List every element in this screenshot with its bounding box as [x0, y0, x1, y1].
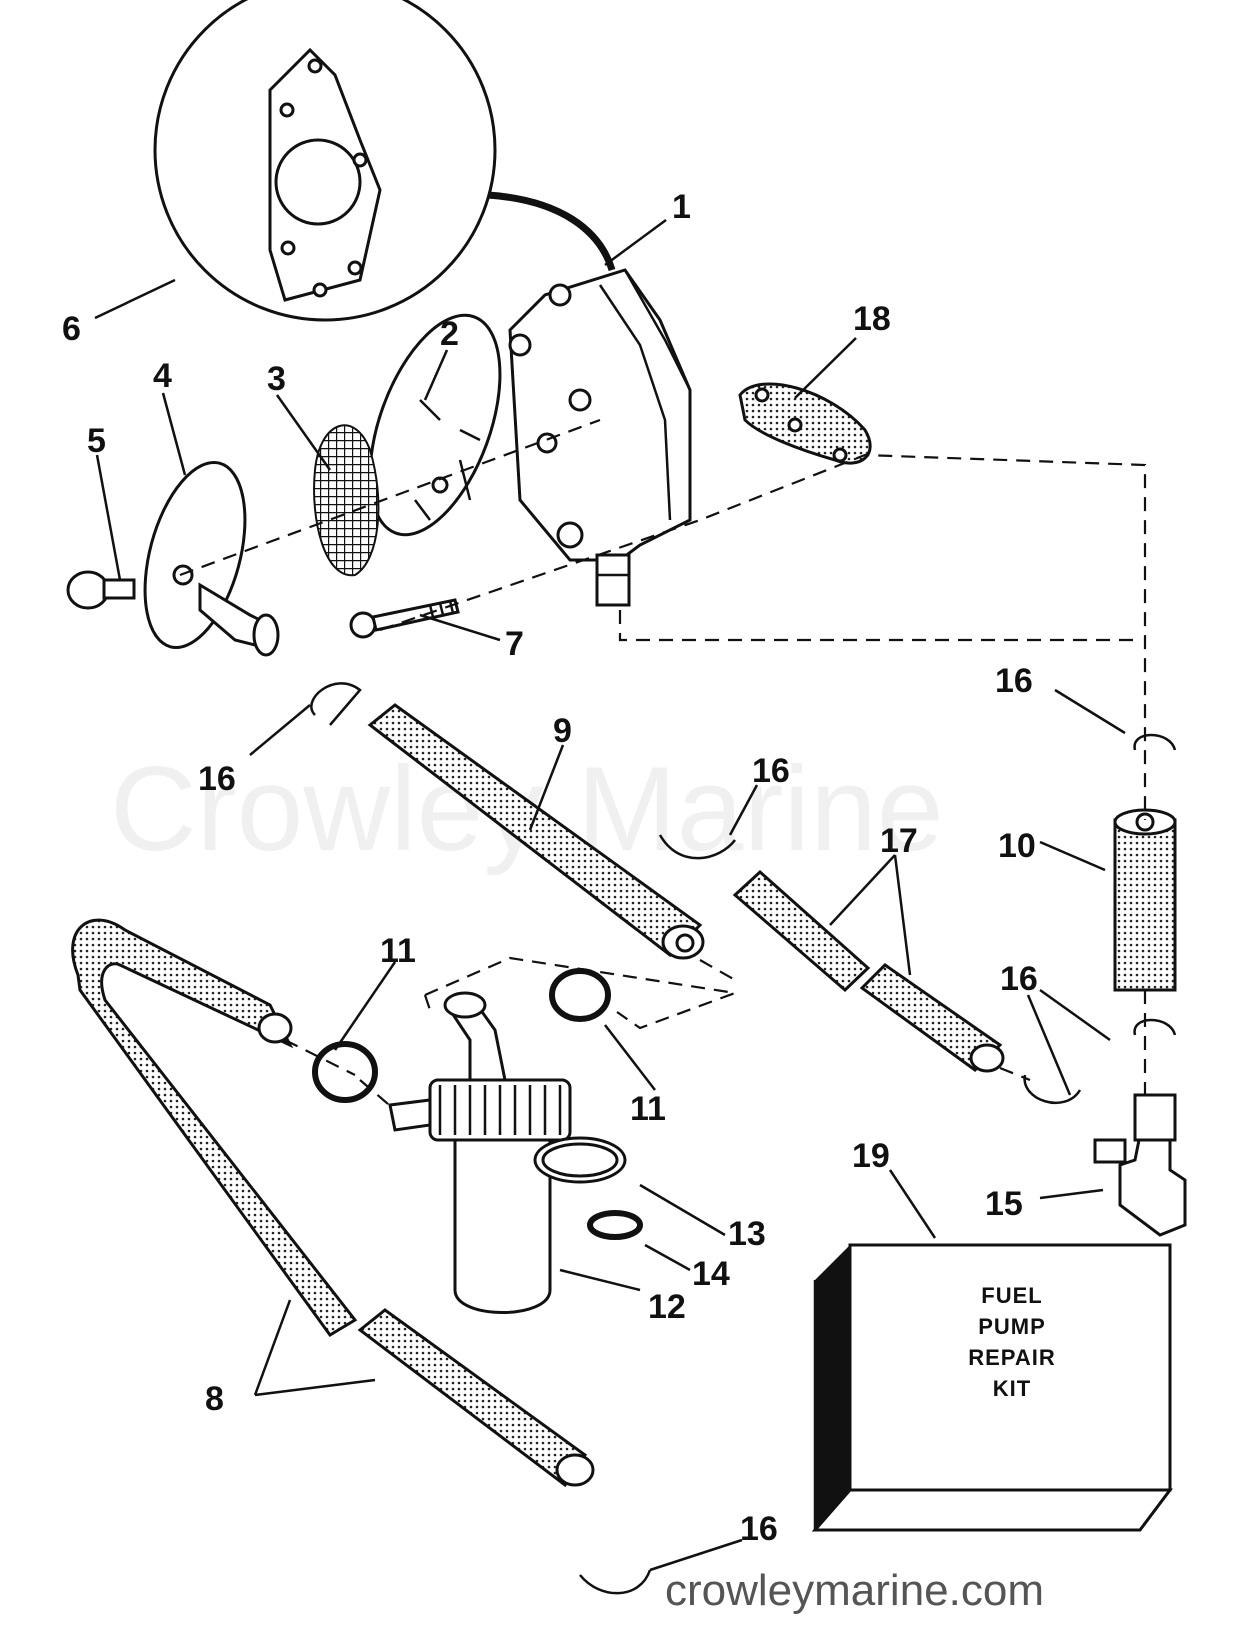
- valve-plate: [368, 313, 502, 537]
- fuel-hoses-17: [732, 869, 1005, 1073]
- callout-4: 4: [153, 357, 172, 395]
- fuel-hose-8: [71, 918, 595, 1488]
- callout-11-left: 11: [380, 932, 416, 970]
- callout-7: 7: [505, 625, 524, 663]
- fuel-filter-bowl: [388, 991, 572, 1314]
- leader-lines: [94, 218, 1126, 1572]
- fuel-pump-body: [508, 268, 692, 607]
- callout-8: 8: [205, 1380, 224, 1418]
- callout-16-upper-right: 16: [995, 662, 1033, 700]
- kit-label-line2: PUMP: [978, 1314, 1046, 1339]
- kit-label-line3: REPAIR: [968, 1345, 1056, 1370]
- callout-3: 3: [267, 360, 286, 398]
- callout-19: 19: [852, 1137, 890, 1175]
- callout-13: 13: [728, 1215, 766, 1253]
- callout-5: 5: [87, 422, 106, 460]
- callout-16-middle: 16: [752, 752, 790, 790]
- o-rings: [533, 1136, 643, 1240]
- callout-10: 10: [998, 827, 1036, 865]
- kit-label-line4: KIT: [993, 1376, 1031, 1401]
- gasket-detail-circle: [153, 0, 616, 322]
- clamps-11: [312, 968, 611, 1103]
- callout-16-lower-right: 16: [1000, 960, 1038, 998]
- kit-label-line1: FUEL: [981, 1283, 1042, 1308]
- callout-9: 9: [553, 712, 572, 750]
- clips-16: [310, 682, 1177, 1595]
- callout-16-upper-left: 16: [198, 760, 236, 798]
- callout-14: 14: [692, 1255, 730, 1293]
- elbow-fitting: [1093, 1093, 1187, 1237]
- callout-6: 6: [62, 310, 81, 348]
- callout-16-bottom: 16: [740, 1510, 778, 1548]
- pump-cover: [143, 461, 280, 657]
- callout-18: 18: [853, 300, 891, 338]
- fuel-hose-9: [367, 703, 705, 960]
- callout-17: 17: [880, 822, 918, 860]
- repair-kit-box: [811, 1243, 1173, 1532]
- mounting-screw: [349, 598, 460, 639]
- callout-2: 2: [440, 315, 459, 353]
- assembly-dashed-lines: [179, 418, 1147, 1111]
- callout-15: 15: [985, 1185, 1023, 1223]
- callout-11-right: 11: [630, 1090, 666, 1128]
- watermark-bottom: crowleymarine.com: [665, 1566, 1044, 1615]
- callout-1: 1: [672, 188, 691, 226]
- pump-mounting-gasket: [738, 382, 872, 465]
- fuel-hose-10: [1113, 808, 1177, 992]
- thumb-screw: [66, 570, 136, 610]
- callout-12: 12: [648, 1288, 686, 1326]
- filter-screen: [313, 424, 380, 577]
